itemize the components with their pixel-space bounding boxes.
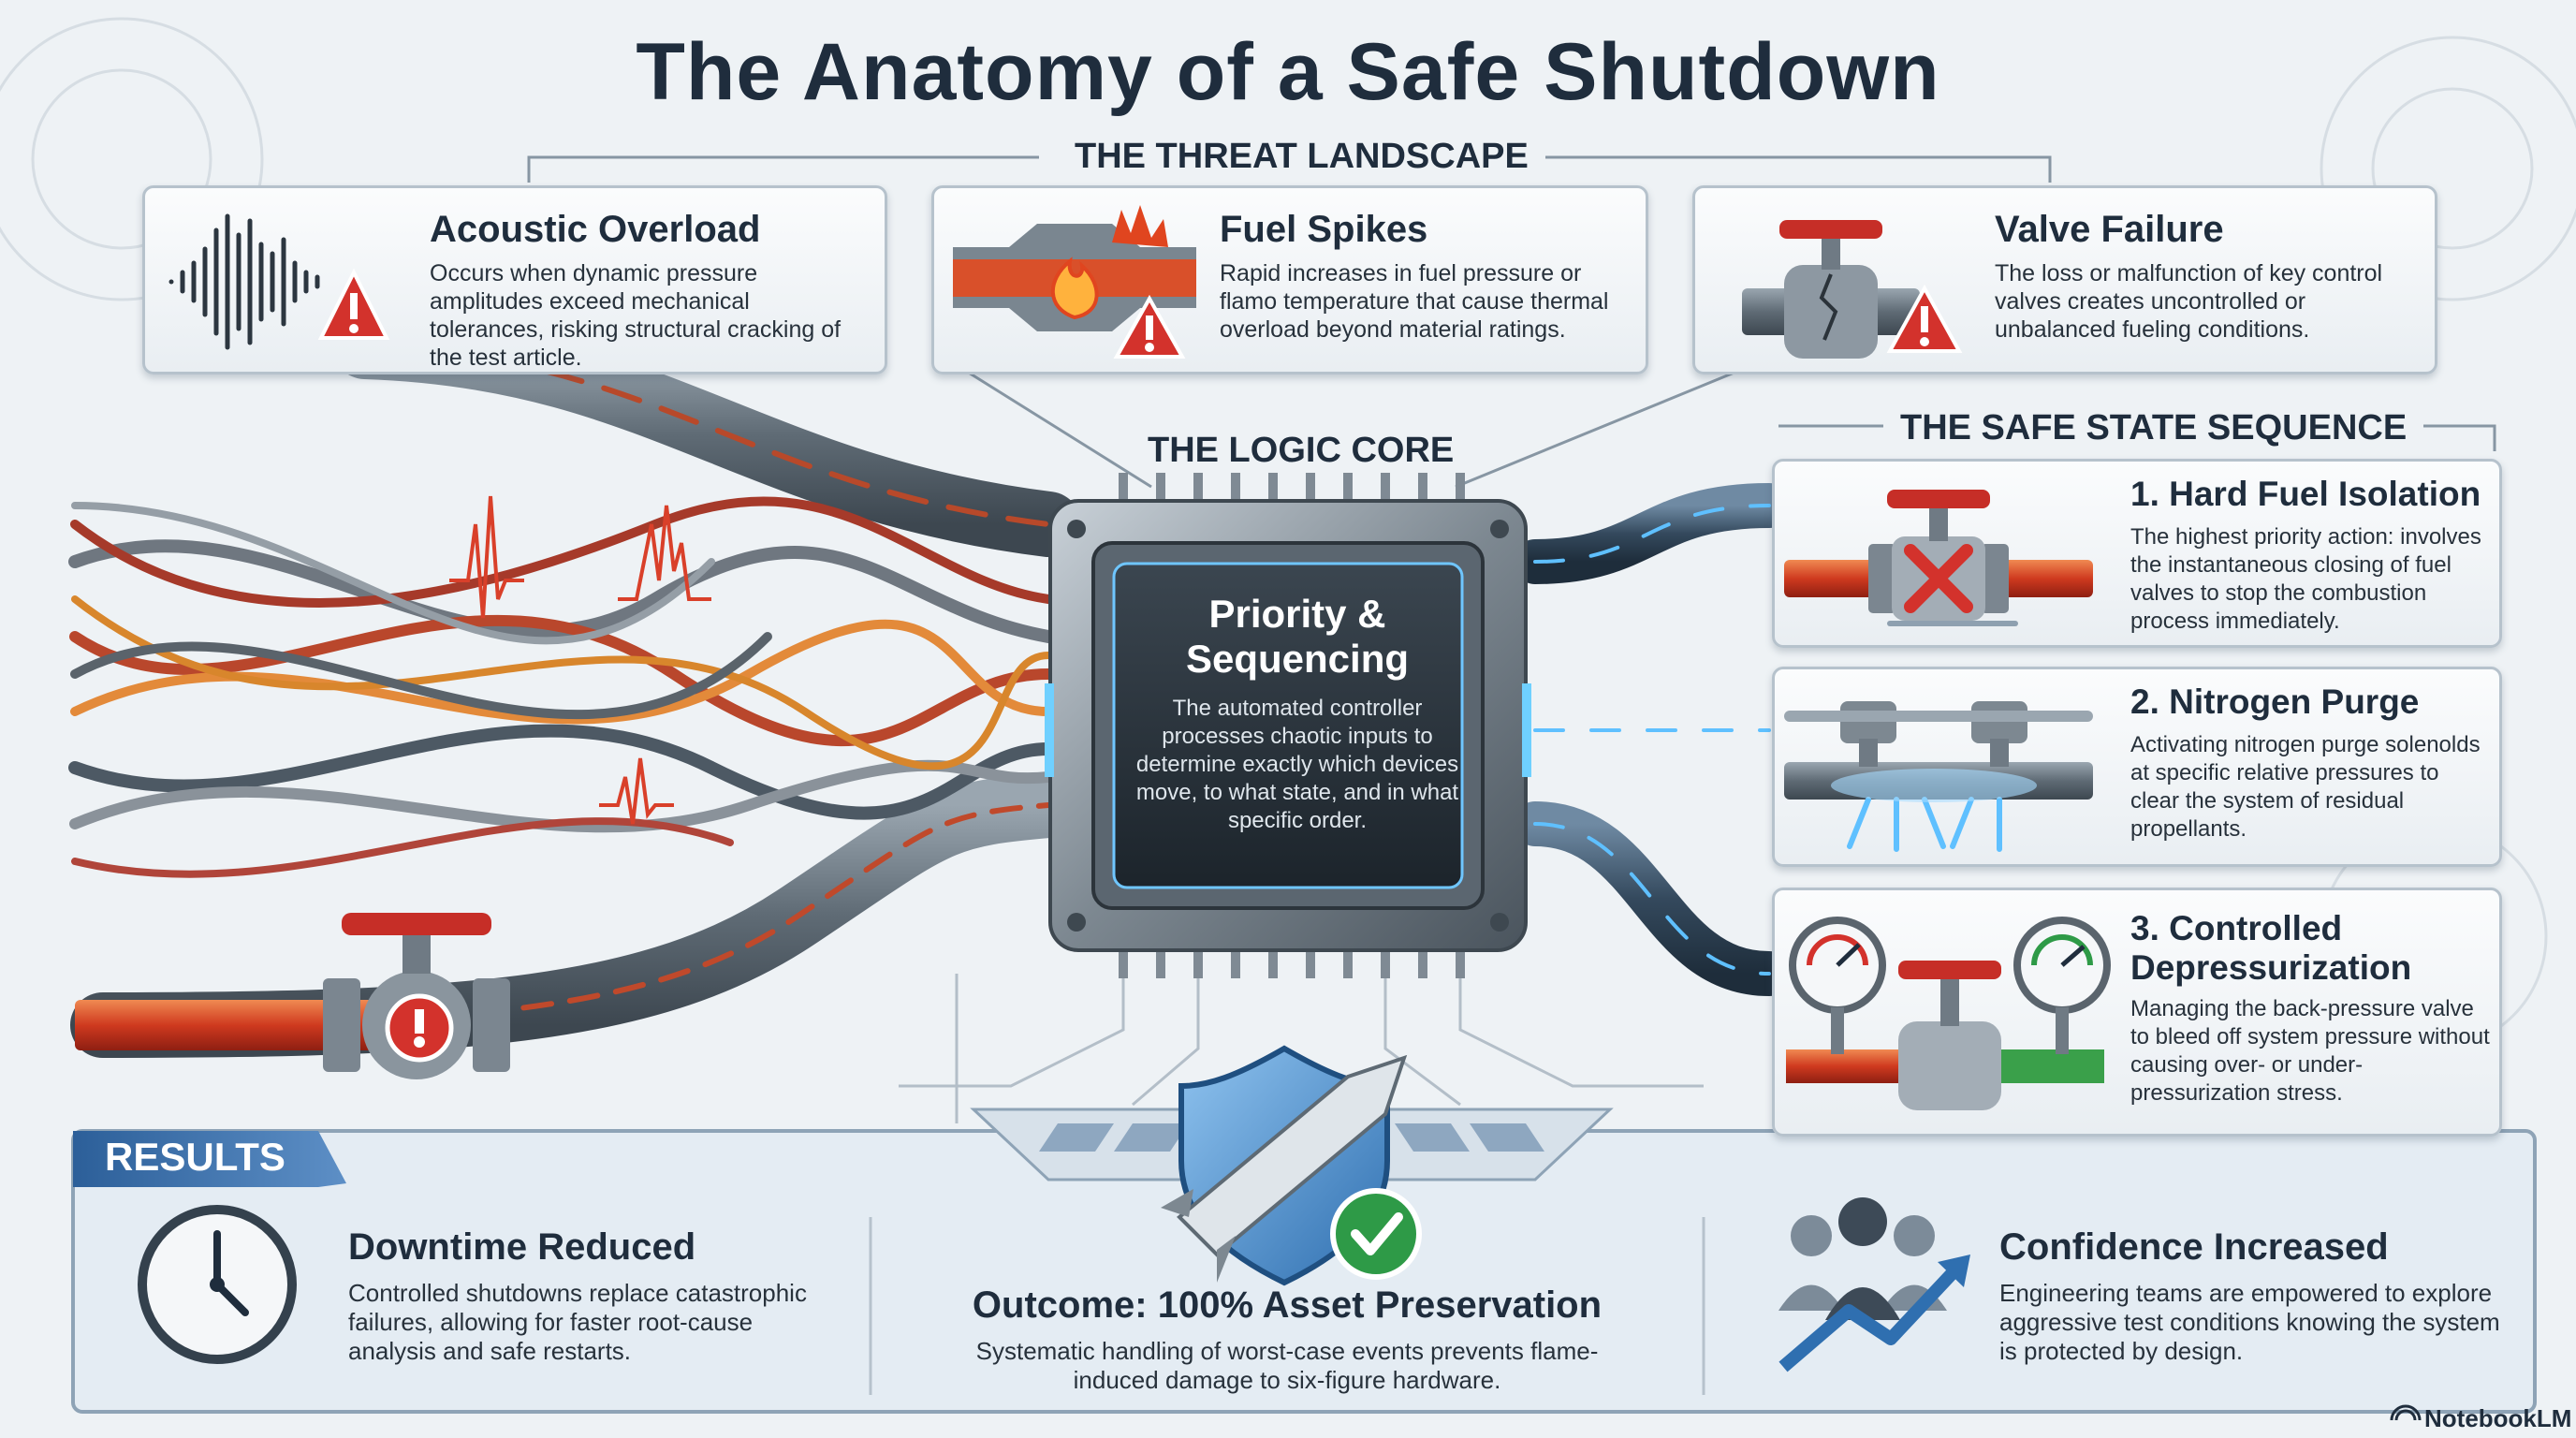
failing-valve-pipe bbox=[75, 913, 510, 1079]
threat-card-acoustic: Acoustic Overload Occurs when dynamic pr… bbox=[142, 185, 887, 374]
closed-fuel-valve-icon bbox=[1784, 490, 2093, 626]
result-title-outcome: Outcome: 100% Asset Preservation bbox=[972, 1284, 1603, 1326]
step-title: 1. Hard Fuel Isolation bbox=[2130, 475, 2481, 513]
logic-core-title: Priority & Sequencing bbox=[1185, 592, 1410, 681]
step-description: The highest priority action: involves th… bbox=[2130, 524, 2481, 634]
pressure-gauges-valve-icon bbox=[1786, 917, 2111, 1110]
clock-icon bbox=[138, 1205, 297, 1364]
page-title: The Anatomy of a Safe Shutdown bbox=[636, 27, 1940, 117]
result-description-outcome: Systematic handling of worst-case events… bbox=[975, 1337, 1599, 1394]
threat-description: Occurs when dynamic pressure amplitudes … bbox=[430, 260, 842, 371]
step-description: Managing the back-pressure valve to blee… bbox=[2130, 996, 2490, 1106]
result-title-downtime: Downtime Reduced bbox=[348, 1226, 696, 1268]
output-cables bbox=[1513, 483, 1792, 996]
step-title: 3. Controlled Depressurization bbox=[2130, 909, 2412, 987]
brand-label: NotebookLM bbox=[2424, 1404, 2572, 1432]
threat-description: Rapid increases in fuel pressure or flam… bbox=[1220, 260, 1609, 343]
logic-core-chip bbox=[1045, 473, 1531, 978]
logic-core-description: The automated controller processes chaot… bbox=[1135, 696, 1459, 833]
threat-card-fuel-spikes: Fuel Spikes Rapid increases in fuel pres… bbox=[931, 185, 1648, 374]
fuel-flame-warning-icon bbox=[953, 205, 1196, 359]
logic-core-label: THE LOGIC CORE bbox=[1131, 431, 1471, 471]
step-card-fuel-isolation: 1. Hard Fuel Isolation The highest prior… bbox=[1772, 459, 2502, 648]
threat-title: Acoustic Overload bbox=[430, 209, 761, 250]
shield-rocket-icon bbox=[1161, 1045, 1422, 1286]
circuit-traces bbox=[899, 974, 1704, 1123]
acoustic-wave-warning-icon bbox=[168, 213, 390, 350]
team-growth-icon bbox=[1778, 1197, 1970, 1372]
notebooklm-logo bbox=[2390, 1404, 2422, 1421]
step-title: 2. Nitrogen Purge bbox=[2130, 682, 2420, 721]
signal-spikes bbox=[449, 495, 711, 825]
threat-title: Fuel Spikes bbox=[1220, 209, 1428, 250]
nitrogen-purge-solenoid-icon bbox=[1784, 701, 2093, 852]
cracked-valve-warning-icon bbox=[1742, 220, 1963, 359]
result-description-downtime: Controlled shutdowns replace catastrophi… bbox=[348, 1279, 807, 1365]
step-card-nitrogen-purge: 2. Nitrogen Purge Activating nitrogen pu… bbox=[1772, 667, 2502, 867]
safe-state-sequence-label: THE SAFE STATE SEQUENCE bbox=[1883, 408, 2424, 448]
threat-title: Valve Failure bbox=[1995, 209, 2224, 250]
threat-card-valve-failure: Valve Failure The loss or malfunction of… bbox=[1692, 185, 2437, 374]
threat-landscape-label: THE THREAT LANDSCAPE bbox=[1058, 137, 1545, 177]
step-card-depressurization: 3. Controlled Depressurization Managing … bbox=[1772, 888, 2502, 1137]
chaotic-input-cables bbox=[68, 314, 1081, 1058]
step-description: Activating nitrogen purge solenolds at s… bbox=[2130, 732, 2481, 842]
result-title-confidence: Confidence Increased bbox=[1999, 1226, 2389, 1268]
results-banner-label: RESULTS bbox=[105, 1135, 285, 1179]
threat-description: The loss or malfunction of key control v… bbox=[1995, 260, 2383, 343]
result-description-confidence: Engineering teams are empowered to explo… bbox=[1999, 1279, 2500, 1365]
